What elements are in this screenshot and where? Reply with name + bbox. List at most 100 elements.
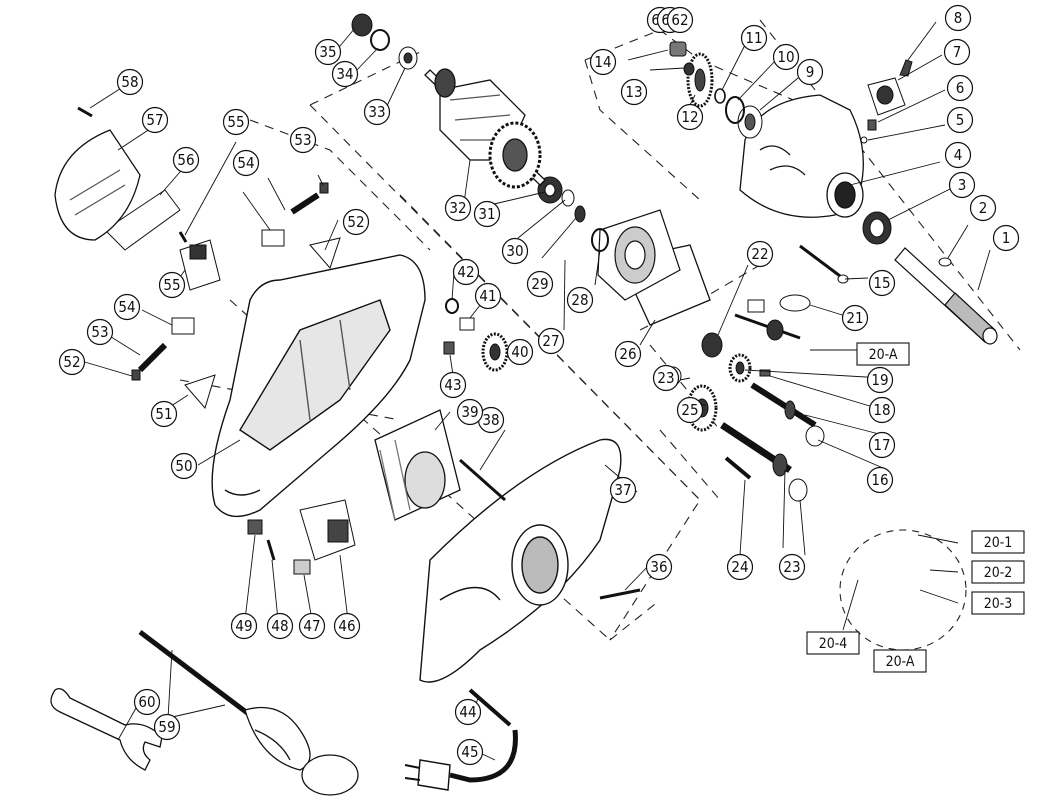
fan-41	[481, 332, 509, 372]
callout-12: 12	[676, 103, 704, 131]
callout-number: 39	[461, 403, 478, 421]
callout-11: 11	[740, 24, 768, 52]
callout-4: 4	[944, 141, 972, 169]
callout-circle	[645, 553, 673, 581]
callout-number: 62	[671, 11, 688, 29]
spring-44	[443, 341, 455, 355]
callout-number: 48	[271, 617, 288, 635]
rear-gasket	[104, 189, 181, 251]
callout-circle	[969, 194, 997, 222]
callout-36: 36	[645, 553, 673, 581]
callout-circle	[232, 149, 260, 177]
callout-number: 1	[1002, 229, 1011, 247]
callout-number: 3	[958, 176, 967, 194]
callout-number: 45	[461, 743, 478, 761]
callout-circle	[537, 327, 565, 355]
callout-30: 30	[501, 237, 529, 265]
key-25	[724, 456, 752, 480]
ring-35	[370, 29, 390, 51]
callout-number: 19	[871, 371, 888, 389]
callout-circle	[456, 738, 484, 766]
callout-47: 47	[298, 612, 326, 640]
callout-5: 5	[946, 106, 974, 134]
callout-44: 44	[454, 698, 482, 726]
callout-59: 59	[153, 713, 181, 741]
lock-pin	[899, 59, 913, 77]
callout-number: 34	[336, 65, 353, 83]
callout-circle	[946, 74, 974, 102]
callout-circle	[454, 698, 482, 726]
callout-number: 11	[745, 29, 762, 47]
leader-lines	[77, 21, 991, 761]
long-screw-15	[799, 244, 849, 284]
label-text: 20-1	[984, 535, 1013, 551]
callout-number: 38	[482, 411, 499, 429]
callout-circle	[331, 60, 359, 88]
cable-clamp-screw	[468, 688, 512, 727]
callout-number: 15	[873, 274, 890, 292]
callout-circle	[676, 103, 704, 131]
block-48	[293, 559, 311, 575]
mixing-paddle	[138, 630, 359, 796]
callout-32: 32	[444, 194, 472, 222]
carbon-brush-upper	[290, 192, 320, 215]
shaft-24	[720, 422, 792, 477]
callout-number: 25	[681, 401, 698, 419]
circlip-part	[725, 96, 745, 124]
callout-circle	[666, 6, 694, 34]
callout-circle	[526, 270, 554, 298]
callout-37: 37	[609, 476, 637, 504]
callout-39: 39	[456, 398, 484, 426]
callout-circle	[746, 240, 774, 268]
boxed-label-20-1: 20-1	[971, 530, 1025, 554]
callout-circle	[506, 338, 534, 366]
gear-bearing	[737, 105, 763, 139]
screw-37	[599, 588, 641, 600]
callout-circle	[726, 553, 754, 581]
callout-number: 18	[873, 401, 890, 419]
callout-circle	[158, 271, 186, 299]
callout-circle	[501, 237, 529, 265]
rear-cover	[54, 129, 141, 241]
callout-number: 40	[511, 343, 528, 361]
callout-50: 50	[170, 452, 198, 480]
output-gear	[686, 52, 714, 108]
brush-holder-lower	[171, 317, 195, 335]
callout-21: 21	[841, 304, 869, 332]
callout-55: 55	[222, 108, 250, 136]
lock-cap	[867, 77, 906, 116]
bearing-16	[805, 425, 825, 447]
callout-number: 6	[956, 79, 965, 97]
callout-43: 43	[439, 371, 467, 399]
callout-10: 10	[772, 43, 800, 71]
motor-housing-half	[211, 254, 426, 518]
callout-28: 28	[566, 286, 594, 314]
callout-22: 22	[746, 240, 774, 268]
callout-circle	[58, 348, 86, 376]
callout-circle	[116, 68, 144, 96]
small-gear-30	[574, 205, 586, 223]
bearing-34	[398, 46, 418, 70]
callout-circle	[133, 688, 161, 716]
callout-52: 52	[58, 348, 86, 376]
callout-circle	[778, 553, 806, 581]
callout-number: 52	[63, 353, 80, 371]
callout-7: 7	[943, 38, 971, 66]
callout-number: 55	[163, 276, 180, 294]
screw-39	[459, 458, 506, 502]
callout-41: 41	[474, 282, 502, 310]
callout-number: 28	[571, 291, 588, 309]
callout-number: 21	[846, 309, 863, 327]
label-text: 20-2	[984, 565, 1013, 581]
gear-washer	[683, 62, 695, 76]
callout-number: 43	[444, 376, 461, 394]
callout-circle	[266, 612, 294, 640]
callout-58: 58	[116, 68, 144, 96]
key-part	[938, 257, 952, 267]
brush-plate-upper	[309, 237, 341, 269]
intermediate-bearing	[701, 332, 723, 358]
callout-layer: 1234567891011121314151617181921222323242…	[58, 4, 1020, 766]
label-text: 20-3	[984, 596, 1013, 612]
part-42	[459, 317, 475, 331]
